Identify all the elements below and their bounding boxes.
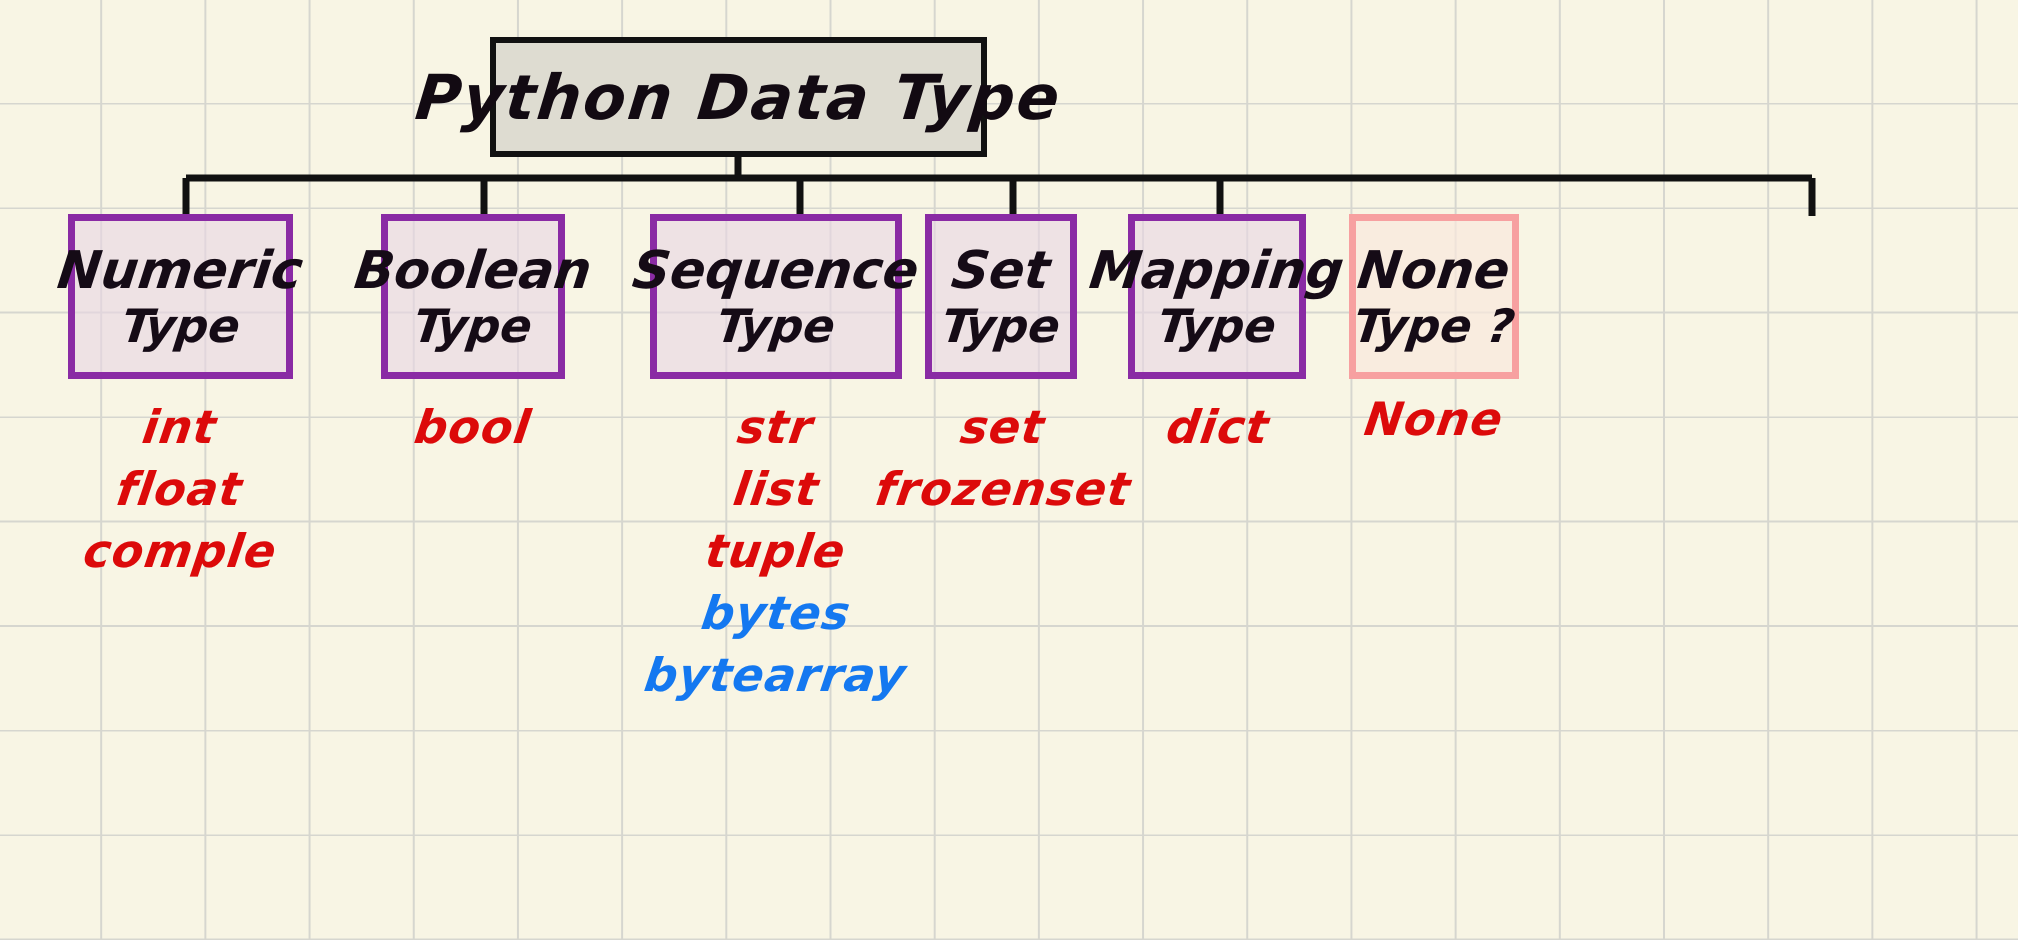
leaf-item: dict: [1162, 400, 1273, 454]
leaf-item: set: [957, 400, 1049, 454]
category-label-line1: Sequence: [629, 240, 923, 301]
category-label-line2: Type: [410, 298, 536, 353]
category-label-line1: Numeric: [54, 240, 307, 301]
leaf-item: int: [139, 400, 221, 454]
category-label-line2: Type: [938, 298, 1064, 353]
leaf-item: bytes: [697, 586, 855, 640]
category-label-line1: None: [1354, 240, 1514, 301]
leaf-item: frozenset: [871, 462, 1135, 516]
leaf-item: float: [113, 462, 247, 516]
category-label-line1: Set: [948, 240, 1054, 301]
category-node-numeric: Numeric Type: [55, 214, 306, 379]
leaf-list-numeric: int float comple: [60, 400, 300, 590]
category-label-line1: Boolean: [351, 240, 595, 301]
category-node-sequence: Sequence Type: [630, 214, 922, 379]
category-node-none: None Type ?: [1349, 214, 1519, 379]
leaf-item: bool: [411, 400, 535, 454]
leaf-list-boolean: bool: [373, 400, 573, 466]
category-node-mapping: Mapping Type: [1087, 214, 1347, 379]
leaf-list-none: None: [1341, 392, 1527, 458]
leaf-list-sequence: str list tuple bytes bytearray: [642, 400, 911, 714]
category-node-set: Set Type: [925, 214, 1077, 379]
leaf-item: list: [729, 462, 823, 516]
leaf-list-set: set frozenset: [872, 400, 1134, 528]
root-node: Python Data Type: [412, 37, 1065, 157]
leaf-item: tuple: [702, 524, 850, 578]
root-node-label: Python Data Type: [412, 60, 1065, 134]
leaf-item: None: [1361, 392, 1507, 446]
leaf-item: str: [734, 400, 818, 454]
leaf-item: bytearray: [641, 648, 911, 702]
category-label-line2: Type: [1154, 298, 1280, 353]
category-label-line2: Type ?: [1350, 298, 1518, 353]
category-label-line2: Type: [118, 298, 243, 353]
category-label-line1: Mapping: [1086, 240, 1348, 301]
category-label-line2: Type: [713, 298, 839, 353]
leaf-item: comple: [79, 524, 281, 578]
leaf-list-mapping: dict: [1120, 400, 1315, 466]
category-node-boolean: Boolean Type: [351, 214, 595, 379]
